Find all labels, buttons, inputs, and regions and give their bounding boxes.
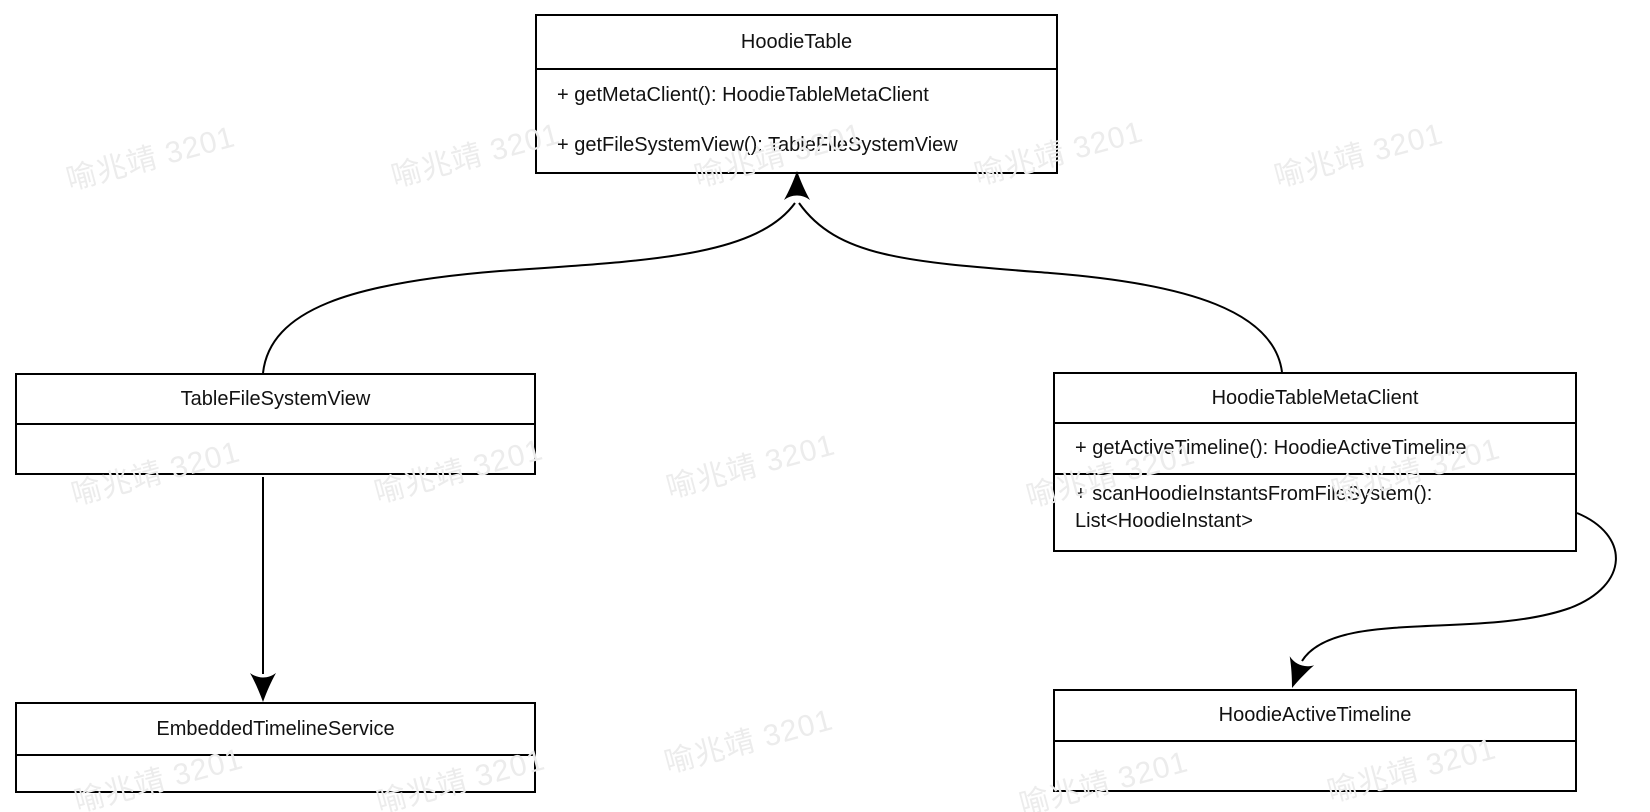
arrowhead-down-embeddedtimelineservice [250, 673, 276, 702]
watermark-text: 喻兆靖 3201 [662, 428, 839, 506]
class-embeddedtimelineservice: EmbeddedTimelineService [15, 702, 536, 793]
method: + getActiveTimeline(): HoodieActiveTimel… [1075, 437, 1467, 459]
class-title: HoodieActiveTimeline [1055, 691, 1575, 742]
class-tablefilesystemview: TableFileSystemView [15, 373, 536, 475]
methods-compartment: + scanHoodieInstantsFromFileSystem(): Li… [1075, 483, 1433, 532]
class-hoodieactivetimeline: HoodieActiveTimeline [1053, 689, 1577, 792]
arrowhead-down-hoodieactivetimeline [1279, 656, 1315, 693]
method: + getMetaClient(): HoodieTableMetaClient [557, 83, 929, 106]
class-title: TableFileSystemView [17, 375, 534, 425]
methods-compartment: + getActiveTimeline(): HoodieActiveTimel… [1055, 424, 1575, 475]
class-title: EmbeddedTimelineService [17, 704, 534, 756]
class-hoodietablemetaclient: HoodieTableMetaClient + getActiveTimelin… [1053, 372, 1577, 552]
empty-compartment [1055, 742, 1575, 790]
arrowhead-up-hoodietable [784, 171, 810, 200]
class-hoodietable: HoodieTable + getMetaClient(): HoodieTab… [535, 14, 1058, 174]
methods-compartment: + getMetaClient(): HoodieTableMetaClient… [537, 70, 1056, 171]
class-title: HoodieTableMetaClient [1055, 374, 1575, 424]
empty-compartment [17, 756, 534, 791]
class-title: HoodieTable [537, 16, 1056, 70]
watermark-text: 喻兆靖 3201 [1270, 117, 1447, 195]
watermark-text: 喻兆靖 3201 [660, 703, 837, 781]
watermark-text: 喻兆靖 3201 [62, 120, 239, 198]
arrow-hoodietablemetaclient-to-hoodietable [798, 202, 1283, 373]
arrow-tablefilesystemview-to-hoodietable [262, 202, 796, 374]
empty-compartment [17, 425, 534, 473]
method: + getFileSystemView(): TableFileSystemVi… [557, 134, 958, 157]
